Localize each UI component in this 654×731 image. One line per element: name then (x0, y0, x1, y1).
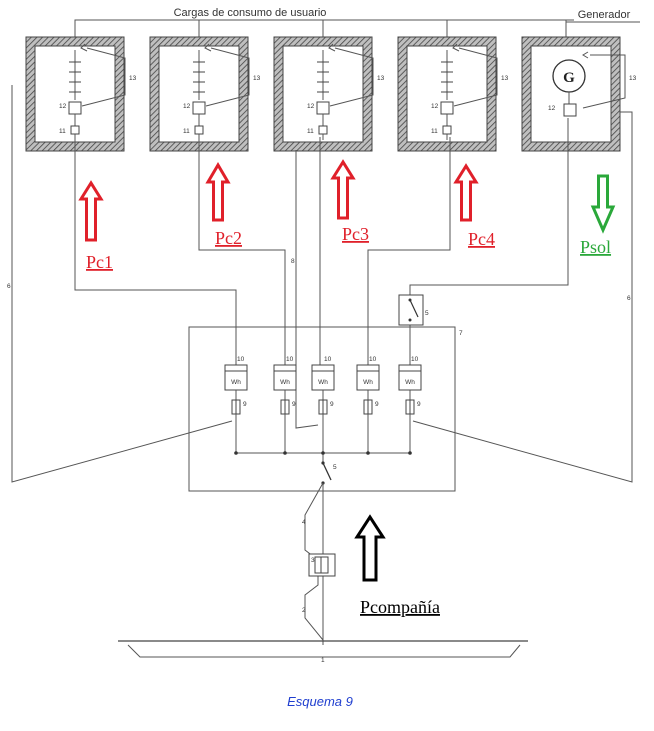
meter-label: Wh (405, 379, 415, 386)
building-boxes (25, 36, 621, 152)
label-psol: Psol (580, 237, 611, 257)
label-9: 9 (375, 401, 379, 408)
load-2-internals: 12 11 13 (183, 43, 261, 140)
label-8: 8 (291, 258, 295, 265)
label-13: 13 (501, 75, 509, 82)
meter-4: Wh 10 9 (356, 356, 380, 455)
load-internals: 12 11 13 12 11 13 12 11 13 12 11 13 (59, 43, 509, 140)
label-2: 2 (302, 607, 306, 614)
label-13: 13 (129, 75, 137, 82)
label-6-right: 6 (627, 295, 631, 302)
label-11: 11 (431, 128, 438, 135)
label-11: 11 (183, 128, 190, 135)
label-12-gen: 12 (548, 105, 556, 112)
label-13: 13 (253, 75, 261, 82)
label-12: 12 (431, 103, 439, 110)
load-4-internals: 12 11 13 (431, 43, 509, 140)
generator-box-12 (563, 103, 577, 117)
label-pc4: Pc4 (468, 229, 495, 249)
box-12 (440, 101, 454, 115)
label-pc1: Pc1 (86, 252, 113, 272)
generator-title: Generador (578, 9, 631, 21)
meters: Wh 10 9 Wh 10 9 Wh 10 9 Wh 10 9 Wh 10 9 (224, 356, 422, 455)
label-pc3: Pc3 (342, 224, 369, 244)
label-10: 10 (237, 356, 245, 363)
label-12: 12 (183, 103, 191, 110)
label-pcompania: Pcompañía (360, 597, 440, 617)
label-4: 4 (302, 519, 306, 526)
meter-label: Wh (280, 379, 290, 386)
label-5-main: 5 (333, 464, 337, 471)
label-10: 10 (411, 356, 419, 363)
load-1-internals: 12 11 13 (59, 43, 137, 140)
central-panel (188, 326, 456, 492)
meter-box (356, 364, 380, 391)
load-3-internals: 12 11 13 (307, 43, 385, 140)
label-11: 11 (307, 128, 314, 135)
label-3: 3 (311, 557, 315, 564)
label-13: 13 (377, 75, 385, 82)
label-9: 9 (292, 401, 296, 408)
label-9: 9 (243, 401, 247, 408)
arrow-pc3 (330, 159, 356, 220)
arrow-pc2 (205, 162, 231, 222)
grid-line: 1 (118, 640, 528, 664)
building-load-2 (149, 36, 249, 152)
box-12 (68, 101, 82, 115)
meter-3: Wh 10 9 (311, 356, 335, 455)
label-10: 10 (286, 356, 294, 363)
box-11 (70, 125, 80, 135)
box-12 (316, 101, 330, 115)
caption: Esquema 9 (287, 694, 353, 709)
label-12: 12 (59, 103, 67, 110)
arrow-pc4 (453, 163, 479, 222)
company-meter: 3 (308, 553, 336, 577)
meter-box (273, 364, 297, 391)
header-bracket (74, 19, 640, 37)
label-pc2: Pc2 (215, 228, 242, 248)
label-9: 9 (417, 401, 421, 408)
label-10: 10 (369, 356, 377, 363)
solar-switch: 5 (398, 294, 429, 326)
meter-box (398, 364, 422, 391)
label-10: 10 (324, 356, 332, 363)
label-6-left: 6 (7, 283, 11, 290)
arrow-psol (590, 174, 616, 234)
power-arrows (78, 159, 616, 582)
box-12 (192, 101, 206, 115)
box-11 (194, 125, 204, 135)
label-1: 1 (321, 657, 325, 664)
meter-5: Wh 10 9 (398, 356, 422, 455)
meter-box (311, 364, 335, 391)
building-generator (521, 36, 621, 152)
meter-label: Wh (318, 379, 328, 386)
meter-1: Wh 10 9 (224, 356, 248, 455)
generator-internals: G 12 13 (548, 51, 637, 117)
building-load-3 (273, 36, 373, 152)
loads-title: Cargas de consumo de usuario (174, 7, 327, 19)
box-11 (318, 125, 328, 135)
label-5-solar: 5 (425, 310, 429, 317)
label-13-gen: 13 (629, 75, 637, 82)
label-9: 9 (330, 401, 334, 408)
building-load-4 (397, 36, 497, 152)
generator-letter: G (563, 70, 575, 86)
building-load-1 (25, 36, 125, 152)
meter-box (224, 364, 248, 391)
meter-2: Wh 10 9 (273, 356, 297, 455)
box-11 (442, 125, 452, 135)
label-12: 12 (307, 103, 315, 110)
meter-label: Wh (363, 379, 373, 386)
label-11: 11 (59, 128, 66, 135)
meter-label: Wh (231, 379, 241, 386)
arrow-pcompania (354, 514, 386, 582)
arrow-pc1 (78, 180, 104, 242)
label-7: 7 (459, 330, 463, 337)
